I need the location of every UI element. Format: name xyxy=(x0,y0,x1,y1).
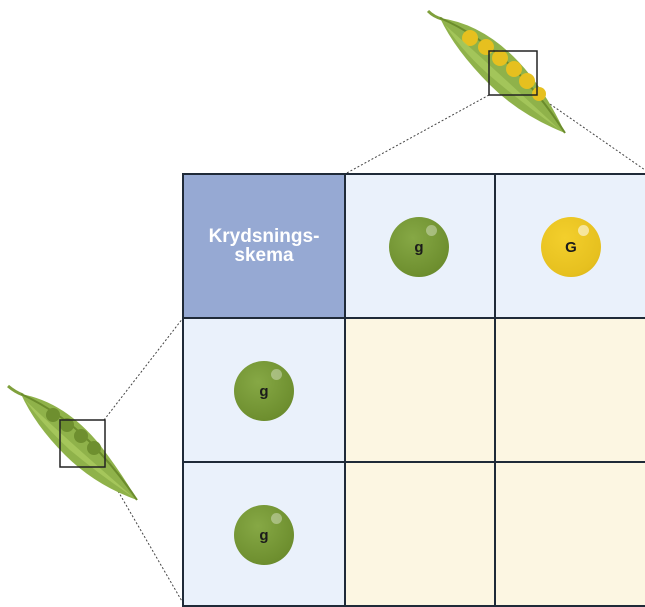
column-allele-1: g xyxy=(414,238,424,256)
row-allele-2: g xyxy=(259,526,269,544)
result-cell-2-1 xyxy=(344,461,496,607)
top-zoom-box xyxy=(488,50,538,96)
left-zoom-line-top xyxy=(103,317,184,421)
row-header-1: g xyxy=(182,317,346,463)
yellow-peas-pod-icon xyxy=(426,9,566,134)
green-pea-icon: g xyxy=(234,505,294,565)
corner-label: Krydsnings- skema xyxy=(209,227,320,265)
row-allele-1: g xyxy=(259,382,269,400)
green-pea-icon: g xyxy=(389,217,449,277)
corner-label-line2: skema xyxy=(234,245,294,266)
column-header-2: G xyxy=(494,173,645,319)
corner-cell: Krydsnings- skema xyxy=(182,173,346,319)
top-zoom-line-right xyxy=(536,94,645,171)
result-cell-1-1 xyxy=(344,317,496,463)
left-zoom-box xyxy=(59,419,106,468)
corner-label-line1: Krydsnings- xyxy=(208,226,320,247)
row-header-2: g xyxy=(182,461,346,607)
top-zoom-line-left xyxy=(344,94,490,175)
result-cell-1-2 xyxy=(494,317,645,463)
green-peas-pod-icon xyxy=(7,384,138,501)
green-pea-icon: g xyxy=(234,361,294,421)
column-header-1: g xyxy=(344,173,496,319)
column-allele-2: G xyxy=(565,238,577,256)
result-cell-2-2 xyxy=(494,461,645,607)
yellow-pea-icon: G xyxy=(541,217,601,277)
